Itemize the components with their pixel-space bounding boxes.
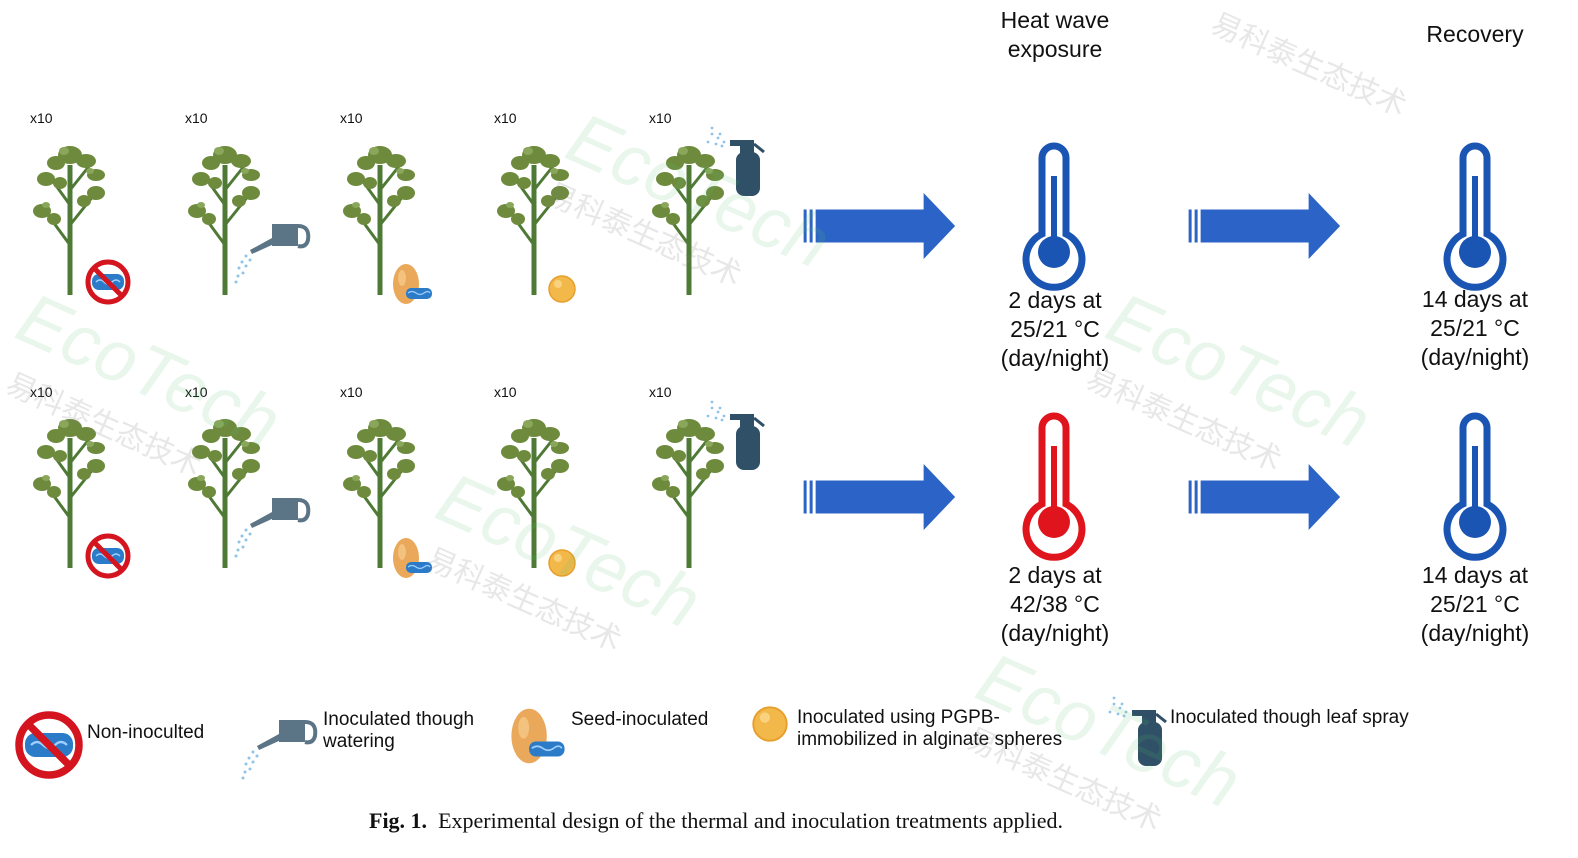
plant-icon — [649, 135, 729, 300]
recovery-condition-label: 14 days at 25/21 °C (day/night) — [1420, 562, 1530, 646]
replicate-count: x10 — [649, 110, 672, 126]
replicate-count: x10 — [649, 384, 672, 400]
non-inoculated-icon — [86, 534, 130, 578]
replicate-count: x10 — [340, 110, 363, 126]
watermark-latin: EcoTech — [1095, 278, 1382, 464]
caption-text: Experimental design of the thermal and i… — [438, 808, 1064, 833]
replicate-count: x10 — [30, 384, 53, 400]
plant-icon — [185, 135, 265, 300]
seed-icon — [510, 707, 566, 765]
arrow-to-heat-wave — [803, 193, 956, 259]
thermometer-icon — [1443, 412, 1507, 561]
recovery-heading: Recovery — [1426, 21, 1524, 47]
alginate-sphere-icon — [548, 549, 576, 577]
non-inoculated-icon — [86, 260, 130, 304]
replicate-count: x10 — [494, 384, 517, 400]
watermark-chinese: 易科泰生态技术 — [1205, 7, 1412, 123]
figure-number: Fig. 1. — [369, 808, 428, 833]
seed-icon — [392, 537, 433, 579]
non-inoculated-icon — [16, 712, 82, 778]
watering-can-icon — [232, 496, 311, 560]
figure-caption: Fig. 1. Experimental design of the therm… — [369, 808, 1063, 834]
plant-icon — [649, 408, 729, 573]
heat-wave-heading: Heat wave exposure — [1000, 7, 1110, 62]
spray-bottle-icon — [705, 399, 766, 472]
legend-label: Inoculated though leaf spray — [1170, 707, 1409, 728]
spray-bottle-icon — [705, 125, 766, 198]
watering-can-icon — [239, 718, 318, 782]
legend-label: Non-inoculted — [87, 722, 205, 743]
legend-label: Inoculated though watering — [323, 709, 475, 752]
heat-condition-label: 2 days at 25/21 °C (day/night) — [1000, 287, 1110, 371]
arrow-to-recovery — [1188, 464, 1341, 530]
alginate-sphere-icon — [752, 706, 788, 742]
watering-can-icon — [232, 222, 311, 286]
heat-condition-label: 2 days at 42/38 °C (day/night) — [1000, 562, 1110, 646]
replicate-count: x10 — [30, 110, 53, 126]
watermark-chinese: 易科泰生态技术 — [1080, 362, 1287, 478]
arrow-to-heat-wave — [803, 464, 956, 530]
arrow-to-recovery — [1188, 193, 1341, 259]
replicate-count: x10 — [340, 384, 363, 400]
seed-icon — [392, 263, 433, 305]
legend-label: Seed-inoculated — [571, 709, 709, 730]
plant-icon — [185, 408, 265, 573]
thermometer-icon — [1022, 142, 1086, 291]
spray-bottle-icon — [1107, 695, 1168, 768]
replicate-count: x10 — [185, 110, 208, 126]
thermometer-icon — [1443, 142, 1507, 291]
alginate-sphere-icon — [548, 275, 576, 303]
recovery-condition-label: 14 days at 25/21 °C (day/night) — [1420, 286, 1530, 370]
legend-label: Inoculated using PGPB- immobilized in al… — [797, 707, 1063, 750]
replicate-count: x10 — [494, 110, 517, 126]
thermometer-hot-icon — [1022, 412, 1086, 561]
replicate-count: x10 — [185, 384, 208, 400]
